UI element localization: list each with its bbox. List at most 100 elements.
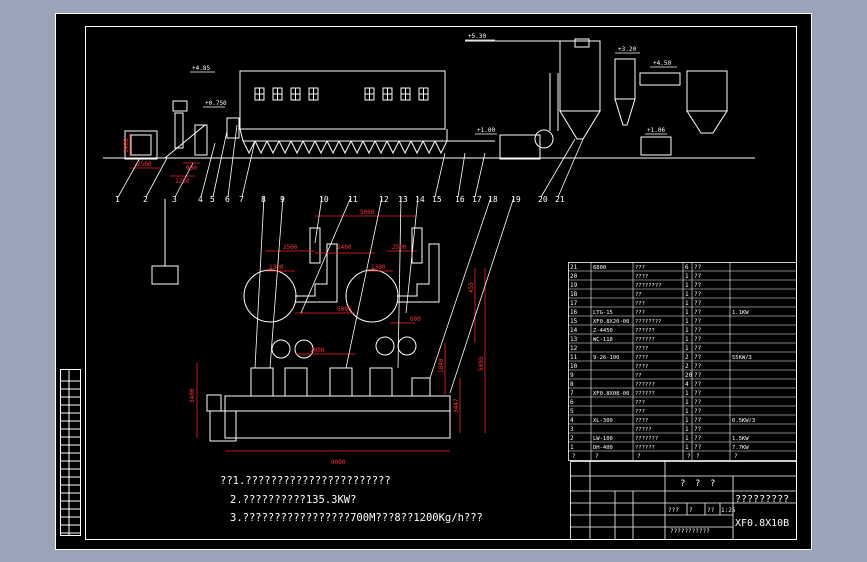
dim-text-a: 2500	[283, 244, 298, 251]
parts-table-cell: 13	[570, 336, 578, 343]
plan-module-3	[329, 367, 353, 397]
callout-leader	[200, 142, 216, 198]
parts-table-cell: 1	[685, 300, 689, 307]
parts-table-cell: ???????	[635, 436, 658, 442]
parts-table-cell: ?????	[635, 427, 652, 433]
burner-unit	[124, 130, 158, 160]
parts-table-cell: 21	[570, 264, 578, 271]
parts-table-cell: ????	[635, 355, 648, 361]
feeder	[226, 117, 240, 139]
bed-hopper	[398, 140, 412, 155]
part-number-label: 4	[198, 195, 203, 204]
parts-table-cell: 9-26-100	[593, 355, 620, 361]
bed-hopper	[422, 140, 436, 155]
part-number-label: 16	[455, 195, 465, 204]
inner-border	[85, 26, 797, 540]
dryer-hoppers	[242, 140, 448, 155]
parts-table-cell: ??	[635, 292, 642, 298]
cyclone-plan-2a	[375, 336, 395, 356]
callout-leader	[429, 196, 492, 379]
silo-cone	[686, 110, 728, 134]
parts-table-cell: 1	[685, 399, 689, 406]
parts-table-cell: 1	[685, 345, 689, 352]
bed-hopper	[254, 140, 268, 155]
bed-hopper	[302, 140, 316, 155]
frame-group	[55, 13, 812, 550]
cyclone-plan-1b	[294, 339, 314, 359]
parts-table-cell: ??	[635, 373, 642, 379]
parts-table-cell: ??????	[635, 445, 655, 451]
fan-duct-1	[295, 243, 338, 303]
callout-leader	[405, 196, 419, 314]
screw-conveyor	[164, 124, 206, 159]
cyclone-cone	[614, 98, 636, 126]
parts-table-cell: ??	[694, 327, 702, 334]
control-box	[151, 265, 179, 285]
callout-leaders	[117, 124, 584, 394]
feed-hopper	[174, 112, 184, 149]
plan-module-4	[369, 367, 393, 397]
parts-table-cell: ????????	[635, 283, 662, 289]
dryer-bed	[239, 128, 448, 142]
bed-hopper	[350, 140, 364, 155]
callout-leader	[300, 196, 352, 314]
dim-text-h5: 455	[468, 282, 475, 293]
note-2: 2.??????????135.3KW?	[230, 494, 357, 506]
elev-label-6: +1.00	[477, 127, 495, 134]
dim-text-h3: 3447	[453, 398, 460, 413]
parts-table-cell: 5	[570, 408, 574, 415]
title-block	[570, 461, 797, 540]
parts-table-cell: XF0.8X20-00	[593, 319, 629, 325]
dim-text-left1: 1400	[123, 138, 130, 153]
part-number-label: 7	[239, 195, 244, 204]
callout-leader	[254, 196, 265, 369]
parts-table-cell: 12	[570, 345, 578, 352]
parts-table-cell: 8	[570, 381, 574, 388]
parts-table-cell: 1	[685, 444, 689, 451]
dim-text-c: 2000	[310, 347, 325, 354]
callout-leader	[397, 196, 402, 369]
parts-table-cell: ????	[635, 418, 648, 424]
fan-motor-1	[309, 227, 321, 264]
parts-table-cell: ??	[694, 372, 702, 379]
parts-table-cell: ??	[694, 291, 702, 298]
parts-table-cell: ??????	[635, 337, 655, 343]
parts-table-cell: 19	[570, 282, 578, 289]
bed-hopper	[362, 140, 376, 155]
parts-table-cell: 10	[570, 363, 578, 370]
parts-table-cell: ?	[572, 453, 576, 460]
part-number-label: 9	[280, 195, 285, 204]
tb-scale-1: ?	[689, 507, 693, 514]
parts-table-cell: 4	[685, 381, 689, 388]
dryer-window	[290, 87, 301, 101]
dim-text-d: 2500	[392, 244, 407, 251]
fan-circle-1	[243, 269, 297, 323]
note-3: 3.?????????????????700M???8??1200Kg/h???	[230, 512, 483, 524]
bed-hopper	[338, 140, 352, 155]
bed-hopper	[410, 140, 424, 155]
bed-hopper	[314, 140, 328, 155]
tb-company: ???????????	[670, 528, 710, 535]
parts-table-cell: ??	[694, 444, 702, 451]
parts-table-cell: ??????	[635, 382, 655, 388]
dim-text-h4: 5095	[478, 356, 485, 371]
parts-table-cell: 1	[685, 309, 689, 316]
cyclone-plan-2b	[397, 336, 417, 356]
callout-leader	[241, 140, 256, 198]
parts-table-cell: 1	[685, 291, 689, 298]
exhaust-duct	[639, 72, 681, 86]
parts-table-cell: ??	[694, 381, 702, 388]
parts-table-cell: 11	[570, 354, 578, 361]
burner-core	[130, 134, 152, 156]
parts-table-cell: ?	[687, 453, 691, 460]
dim-text-f: 600	[410, 316, 421, 323]
parts-table-cell: ??	[694, 264, 702, 271]
dryer-window	[272, 87, 283, 101]
callout-leader	[227, 124, 238, 198]
tb-sheet: ?????????	[735, 494, 789, 505]
silo	[686, 70, 728, 112]
bed-hopper	[326, 140, 340, 155]
dim-text-e1: 1300	[269, 264, 284, 271]
parts-table-cell: ??????	[635, 328, 655, 334]
fan-motor-2	[411, 227, 423, 264]
